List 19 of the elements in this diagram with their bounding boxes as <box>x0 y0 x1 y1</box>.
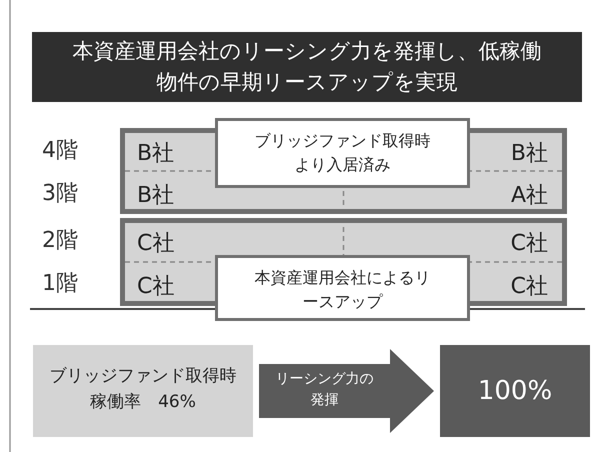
tenant-label: A社 <box>510 183 548 209</box>
tenant-label: C社 <box>510 231 548 257</box>
floor-label: 2階 <box>42 227 78 255</box>
floor-label: 4階 <box>42 137 78 165</box>
tenant-label: B社 <box>137 141 174 167</box>
callout-tooltip: 本資産運用会社によるリースアップ <box>215 255 470 321</box>
occupancy-box: ブリッジファンド取得時 稼働率 46% <box>33 345 253 437</box>
tenant-label: C社 <box>137 274 174 300</box>
callout-tooltip: ブリッジファンド取得時より入居済み <box>215 118 470 188</box>
title-banner: 本資産運用会社のリーシング力を発揮し、低稼働物件の早期リースアップを実現 <box>32 32 582 102</box>
floor-label: 3階 <box>42 180 78 208</box>
occupancy-box: 100% <box>440 345 590 437</box>
tenant-label: B社 <box>510 141 548 167</box>
tenant-label: C社 <box>510 274 548 300</box>
tenant-label: B社 <box>137 183 174 209</box>
arrow-label: リーシング力の発揮 <box>274 370 374 410</box>
block-arrow <box>259 349 434 433</box>
floor-label: 1階 <box>42 270 78 298</box>
tenant-label: C社 <box>137 231 174 257</box>
